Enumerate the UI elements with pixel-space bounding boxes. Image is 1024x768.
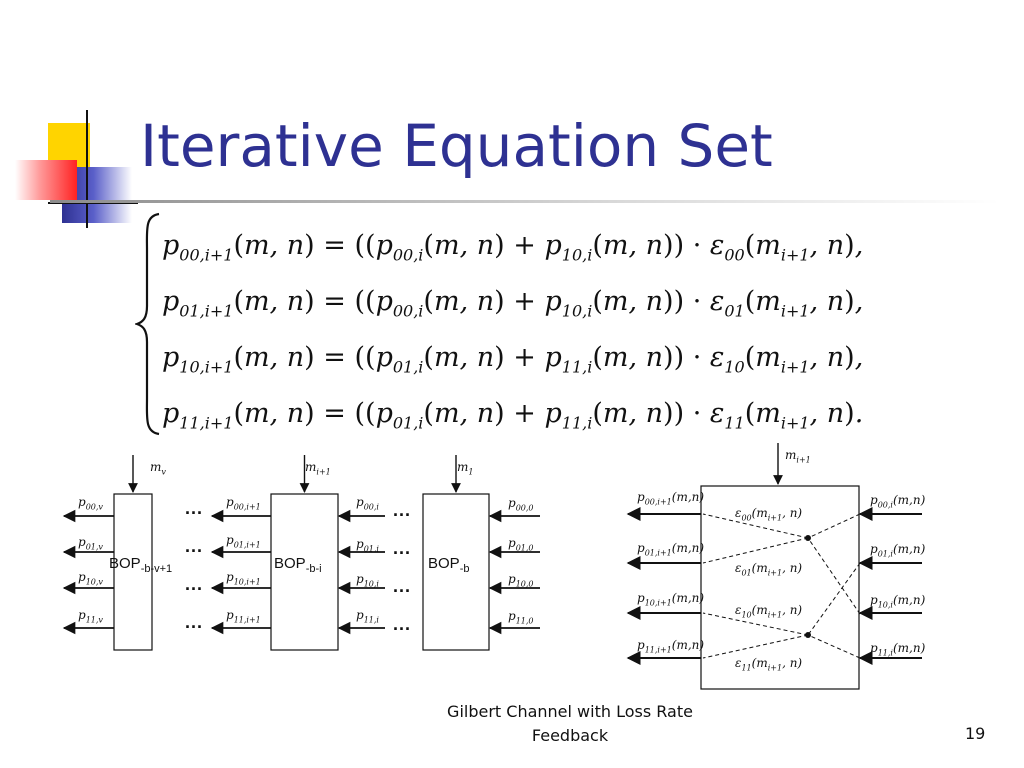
mid-in-0: p00,i <box>356 495 379 512</box>
rd-eps-1: ε01(mi+1, n) <box>735 561 803 578</box>
rd-junction-2 <box>805 632 811 638</box>
deco-red-square <box>15 160 77 200</box>
dots-8: ... <box>393 614 412 634</box>
bop-block-3-label: BOP-b <box>428 555 470 575</box>
left-out-2: p10,v <box>78 570 103 587</box>
rd-dash-j2-out3 <box>702 634 809 659</box>
rd-block <box>700 485 860 690</box>
deco-vertical-line <box>86 110 88 228</box>
bop-block-1-label: BOP-b-v+1 <box>109 555 173 575</box>
equation-3: p10,i+1(m, n) = ((p01,i(m, n) + p11,i(m,… <box>162 342 864 377</box>
right-in-0: p00,0 <box>508 496 534 513</box>
rd-out-3: p11,i+1(m,n) <box>637 638 705 655</box>
footer-line-1: Gilbert Channel with Loss Rate <box>447 702 693 721</box>
rd-eps-2: ε10(mi+1, n) <box>735 603 803 620</box>
equation-1: p00,i+1(m, n) = ((p00,i(m, n) + p10,i(m,… <box>162 230 864 265</box>
bop-block-1 <box>113 493 153 651</box>
deco-yellow-square <box>48 123 90 167</box>
rd-in-0: p00,i(m,n) <box>870 493 926 510</box>
page-number: 19 <box>965 724 986 743</box>
rd-junction-1 <box>805 535 811 541</box>
input-label-mv: mv <box>150 460 166 477</box>
deco-horizontal-line <box>48 202 138 204</box>
mid-out-1: p01,i+1 <box>226 533 261 550</box>
mid-in-1: p01,i <box>356 537 379 554</box>
dots-1: ... <box>185 498 204 518</box>
mid-out-2: p10,i+1 <box>226 570 261 587</box>
dots-3: ... <box>185 574 204 594</box>
bop-block-2 <box>270 493 339 651</box>
dots-6: ... <box>393 538 412 558</box>
rd-dash-j1-out0 <box>702 513 809 539</box>
rd-input-label: mi+1 <box>785 448 811 465</box>
title-rule <box>50 200 1000 203</box>
rd-in-3: p11,i(m,n) <box>870 641 926 658</box>
rd-dash-in2-j1 <box>807 537 861 615</box>
left-out-0: p00,v <box>78 495 103 512</box>
mid-out-0: p00,i+1 <box>226 495 261 512</box>
rd-dash-j2-out2 <box>702 612 809 636</box>
right-in-1: p01,0 <box>508 536 534 553</box>
left-out-3: p11,v <box>78 608 103 625</box>
rd-out-0: p00,i+1(m,n) <box>637 490 705 507</box>
rd-eps-3: ε11(mi+1, n) <box>735 656 803 673</box>
rd-in-1: p01,i(m,n) <box>870 542 926 559</box>
dots-4: ... <box>185 612 204 632</box>
equation-2: p01,i+1(m, n) = ((p00,i(m, n) + p10,i(m,… <box>162 286 864 321</box>
footer-text: Gilbert Channel with Loss Rate Feedback <box>420 700 720 748</box>
left-out-1: p01,v <box>78 535 103 552</box>
bop-block-3 <box>422 493 490 651</box>
mid-in-3: p11,i <box>356 608 379 625</box>
input-label-mi1: mi+1 <box>305 460 331 477</box>
right-diagram <box>626 443 922 690</box>
input-label-m1: m1 <box>457 460 474 477</box>
rd-out-1: p01,i+1(m,n) <box>637 541 705 558</box>
bop-block-2-label: BOP-b-i <box>274 555 322 575</box>
left-diagram <box>62 455 540 651</box>
footer-line-2: Feedback <box>531 726 609 745</box>
rd-dash-in1-j2 <box>807 562 861 636</box>
rd-eps-0: ε00(mi+1, n) <box>735 506 803 523</box>
equation-4: p11,i+1(m, n) = ((p01,i(m, n) + p11,i(m,… <box>162 398 864 433</box>
dots-2: ... <box>185 536 204 556</box>
rd-out-2: p10,i+1(m,n) <box>637 591 705 608</box>
rd-in-2: p10,i(m,n) <box>870 593 926 610</box>
rd-dash-in3-j2 <box>807 634 861 659</box>
rd-dash-j1-out1 <box>702 537 809 564</box>
mid-in-2: p10,i <box>356 572 379 589</box>
dots-5: ... <box>393 500 412 520</box>
mid-out-3: p11,i+1 <box>226 608 261 625</box>
right-in-2: p10,0 <box>508 572 534 589</box>
dots-7: ... <box>393 576 412 596</box>
right-in-3: p11,0 <box>508 609 534 626</box>
equation-brace <box>135 212 160 436</box>
slide-title: Iterative Equation Set <box>140 112 773 180</box>
rd-dash-in0-j1 <box>807 513 861 539</box>
